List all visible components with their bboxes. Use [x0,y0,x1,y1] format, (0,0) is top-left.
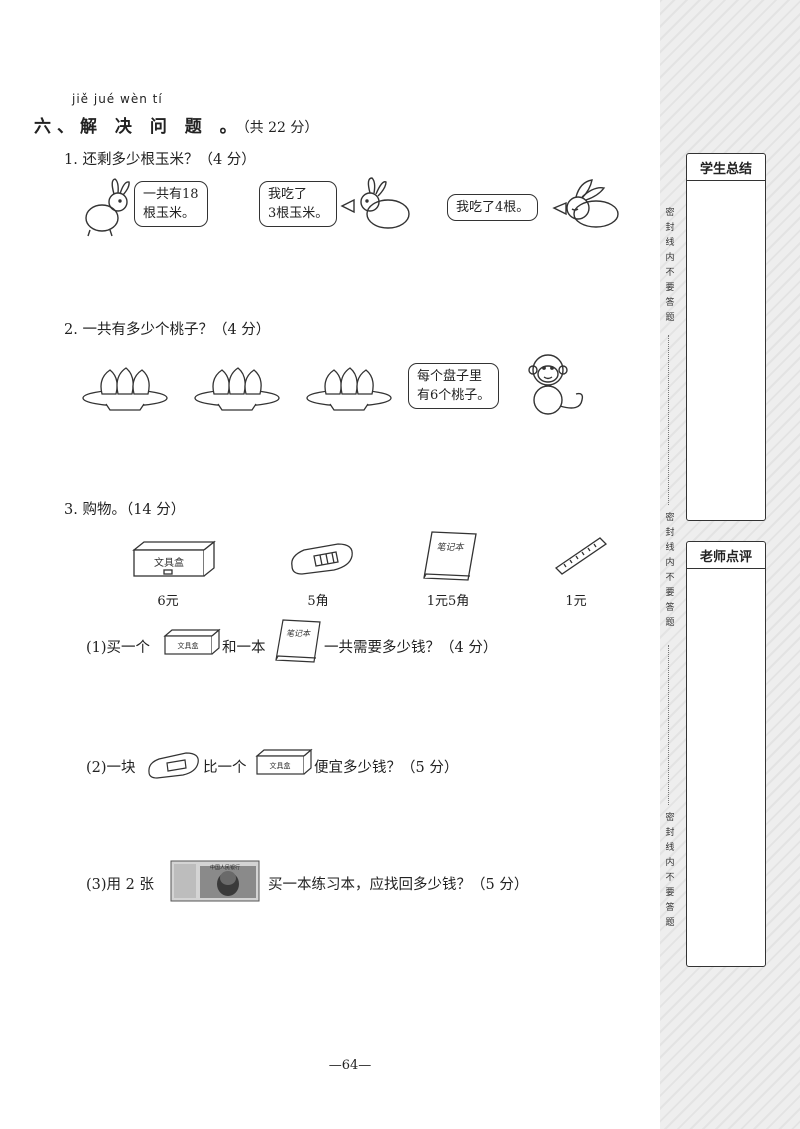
subquestion-3-part-c: 买一本练习本，应找回多少钱？（5 分） [268,877,529,893]
question-2: 2. 一共有多少个桃子？（4 分） [64,322,271,338]
peach-plate-icon [194,367,280,411]
student-summary-box: 学生总结 [686,153,766,521]
speech-bubble-monkey: 每个盘子里有6个桃子。 [408,363,500,409]
student-summary-title: 学生总结 [687,154,765,181]
eraser-icon [291,543,353,575]
section-score: （共 22 分） [242,120,319,136]
subquestion-2-part-a: (2)一块 [86,760,136,776]
price-notebook: 1元5角 [426,594,470,609]
notebook-icon: 笔记本 [423,531,477,581]
subquestion-3-part-a: (3)用 2 张 [86,877,154,893]
svg-text:笔记本: 笔记本 [286,629,311,638]
seal-dotted-line [668,645,669,805]
seal-line-text-3: 密封线内不要答题 [665,813,675,928]
svg-text:文具盒: 文具盒 [270,761,291,770]
section-title: 六、解 决 问 题 。 [34,117,243,137]
pencil-case-icon: 文具盒 [132,540,216,577]
pencil-case-icon: 文具盒 [163,628,221,655]
peach-plate-icon [306,367,392,411]
question-1: 1. 还剩多少根玉米？（4 分） [64,152,256,168]
page-number: —64— [328,1058,372,1073]
seal-line-text-2: 密封线内不要答题 [665,513,675,628]
rabbit-icon [85,178,130,237]
rabbit-icon [340,177,410,229]
teacher-comment-title: 老师点评 [687,542,765,569]
banknote-icon: 中国人民银行 [170,860,260,902]
subquestion-1-part-b: 和一本 [222,640,266,656]
subquestion-1-part-c: 一共需要多少钱？（4 分） [324,640,498,656]
price-eraser: 5角 [307,594,329,609]
price-ruler: 1元 [565,594,587,609]
pencil-case-label: 文具盒 [154,556,184,569]
seal-line-text-1: 密封线内不要答题 [665,208,675,323]
rabbit-icon [552,179,619,228]
speech-bubble-3: 我吃了4根。 [447,194,539,221]
subquestion-1-part-a: (1)买一个 [86,640,151,656]
monkey-icon [528,354,584,415]
pencil-case-icon: 文具盒 [255,748,313,775]
svg-text:文具盒: 文具盒 [178,641,199,650]
subquestion-2-part-b: 比一个 [203,760,247,776]
subquestion-2-part-c: 便宜多少钱？（5 分） [314,760,459,776]
price-pencil-case: 6元 [157,594,179,609]
notebook-icon: 笔记本 [275,619,321,663]
question-3: 3. 购物。（14 分） [64,502,186,518]
ruler-icon [554,537,608,575]
banknote-text: 中国人民银行 [210,864,240,871]
section-pinyin: jiě jué wèn tí [72,92,163,106]
teacher-comment-box: 老师点评 [686,541,766,967]
notebook-label: 笔记本 [436,542,464,553]
eraser-icon [148,752,199,779]
peach-plate-icon [82,367,168,411]
seal-dotted-line [668,335,669,505]
